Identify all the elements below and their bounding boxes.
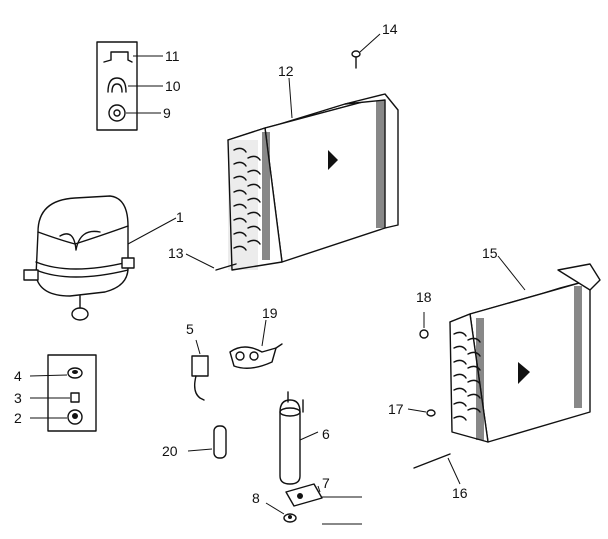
callout-3: 3 (14, 390, 22, 406)
part-10-grommet (107, 77, 127, 93)
grommet-parts-group (29, 354, 97, 432)
callout-20: 20 (162, 443, 178, 459)
part-19-overload (229, 319, 283, 369)
callout-11: 11 (165, 48, 180, 64)
clip-parts-group (96, 41, 163, 131)
part-6-drier (279, 391, 319, 485)
part-8-nut (265, 502, 297, 523)
part-15-coil (413, 255, 601, 485)
part-18-screw (419, 312, 429, 339)
callout-4: 4 (14, 368, 22, 384)
callout-5: 5 (186, 321, 194, 337)
part-14-screw (351, 33, 381, 69)
part-12-coil (215, 77, 399, 271)
callout-labels: 11 10 9 12 14 1 13 15 18 5 19 4 3 2 17 6… (14, 21, 498, 506)
callout-10: 10 (165, 78, 181, 94)
callout-13: 13 (168, 245, 184, 261)
callout-1: 1 (176, 209, 184, 225)
part-20-capacitor (187, 425, 227, 459)
part-5-relay (191, 339, 209, 401)
callout-9: 9 (163, 105, 171, 121)
callout-7: 7 (322, 475, 330, 491)
callout-14: 14 (382, 21, 398, 37)
part-17-screw (407, 408, 436, 417)
part-11-clip (103, 51, 133, 63)
callout-17: 17 (388, 401, 404, 417)
part-1-compressor (23, 195, 177, 321)
callout-2: 2 (14, 410, 22, 426)
callout-15: 15 (482, 245, 498, 261)
part-9-washer (108, 104, 126, 122)
part-3-sleeve (70, 392, 80, 403)
callout-19: 19 (262, 305, 278, 321)
callout-8: 8 (252, 490, 260, 506)
part-7-bracket (285, 483, 323, 507)
callout-18: 18 (416, 289, 432, 305)
callout-6: 6 (322, 426, 330, 442)
callout-16: 16 (452, 485, 468, 501)
grommet-parts-frame (47, 354, 97, 432)
callout-12: 12 (278, 63, 294, 79)
